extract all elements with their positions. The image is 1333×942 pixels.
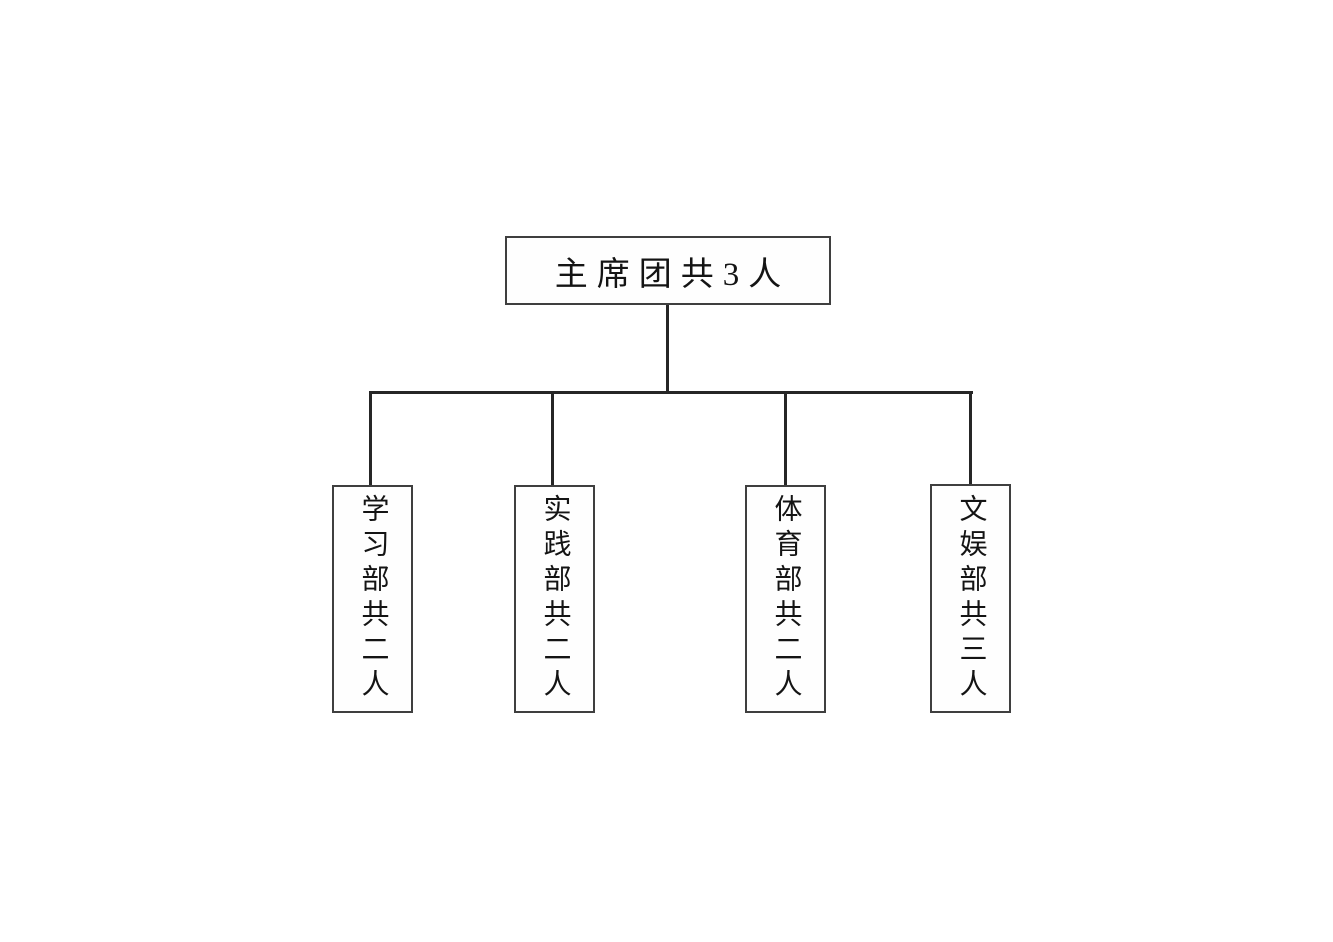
dept-node-practice: 实践部共二人 — [514, 485, 595, 713]
connector-root-stem — [666, 305, 669, 393]
root-node-label: 主席团共3人 — [554, 256, 791, 293]
root-node-presidium: 主席团共3人 — [505, 236, 831, 305]
dept-node-study: 学习部共二人 — [332, 485, 413, 713]
dept-node-label: 实践部共二人 — [539, 494, 571, 704]
dept-node-entertainment: 文娱部共三人 — [930, 484, 1011, 713]
dept-node-label: 学习部共二人 — [357, 494, 389, 704]
dept-node-sports: 体育部共二人 — [745, 485, 826, 713]
connector-drop-practice-dept — [551, 391, 554, 486]
dept-node-label: 体育部共二人 — [770, 494, 802, 704]
connector-drop-entertainment-dept — [969, 391, 972, 486]
dept-node-label: 文娱部共三人 — [955, 493, 987, 704]
connector-drop-sports-dept — [784, 391, 787, 486]
connector-drop-study-dept — [369, 391, 372, 486]
connector-horizontal-rail — [369, 391, 973, 394]
